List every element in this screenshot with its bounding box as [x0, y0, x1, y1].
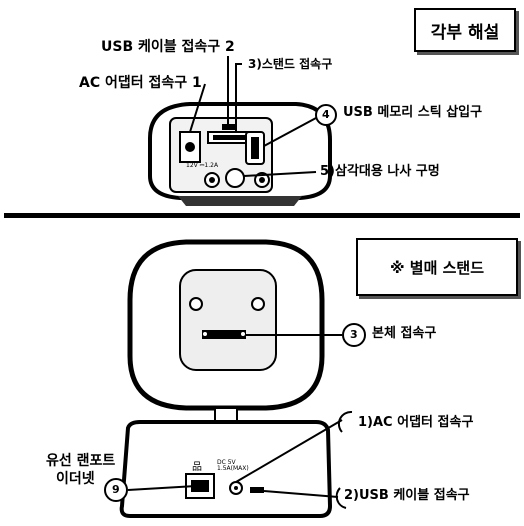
callout-circle-3 [342, 323, 366, 347]
usb-mini-port-icon [222, 124, 236, 130]
label-stand-port: 3)스탠드 접속구 [248, 57, 333, 71]
top-section-title: 각부 해설 [414, 8, 516, 52]
device-back-view [148, 56, 337, 206]
device-rating-print: 12V ⎓1.2A [186, 162, 219, 169]
stand-illustration: 品 [104, 239, 366, 518]
tripod-hole-icon [225, 168, 245, 188]
label-body-connector: 본체 접속구 [372, 326, 437, 341]
usb-port-icon [250, 487, 264, 493]
label-body-number: 3 [350, 328, 358, 341]
label-lan-port: 유선 랜포트 [46, 453, 116, 469]
label-usb-cable-connector: 2)USB 케이블 접속구 [344, 488, 470, 503]
label-usb-memory-slot: USB 메모리 스틱 삽입구 [343, 105, 483, 120]
callout-circle-9 [104, 478, 128, 502]
label-memory-number: 4 [322, 108, 330, 121]
svg-text:品: 品 [192, 461, 202, 473]
label-lan-number: 9 [112, 483, 120, 496]
label-usb-cable-port: USB 케이블 접속구 2 [101, 39, 235, 55]
label-tripod-hole: 5)삼각대용 나사 구멍 [320, 164, 440, 179]
bottom-section-title: ※ 별매 스탠드 [356, 238, 518, 296]
label-ac-port: AC 어댑터 접속구 1 [79, 75, 202, 91]
label-ac-adapter-port: 1)AC 어댑터 접속구 [358, 415, 474, 430]
callout-circle-4 [315, 104, 337, 126]
body-connector-icon [202, 330, 246, 339]
label-ethernet: 이더넷 [56, 471, 95, 487]
stand-rating-print: DC 5V 1.5A(MAX) [217, 459, 249, 472]
section-divider [4, 213, 520, 218]
